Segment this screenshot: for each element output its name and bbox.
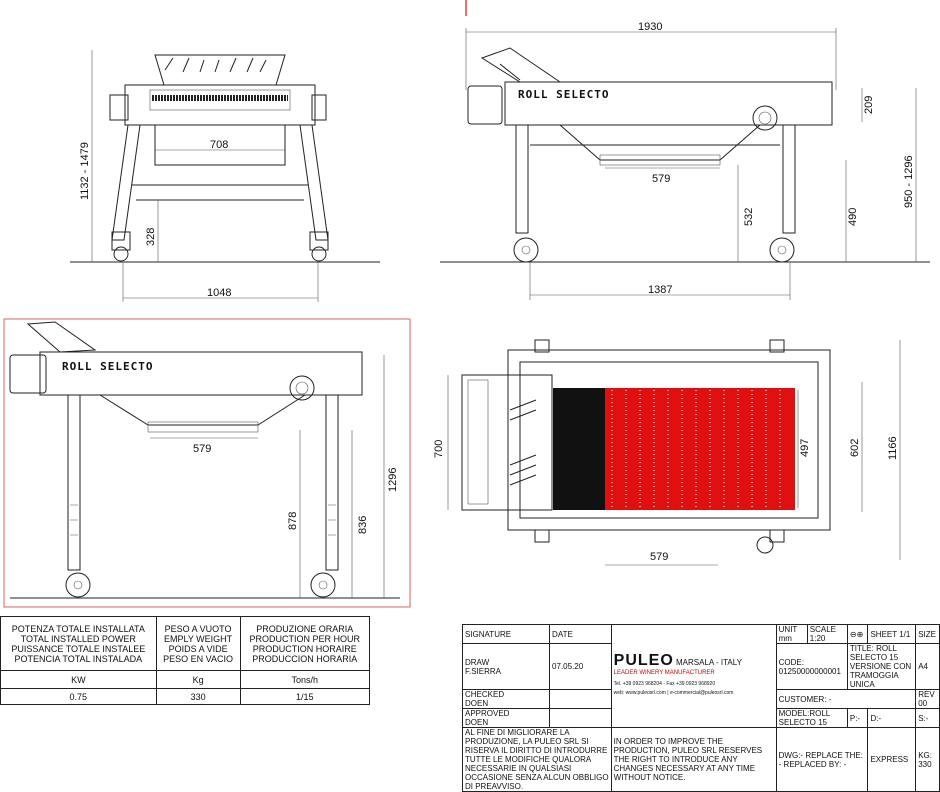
value-kw: 0.75: [0, 688, 157, 705]
company-logo: PULEO: [613, 652, 674, 669]
unit: UNIT mm: [775, 624, 808, 644]
dim-1166: 1166: [887, 436, 899, 460]
dim-950-1296: 950 - 1296: [903, 155, 915, 208]
notice-en: IN ORDER TO IMPROVE THE PRODUCTION, PULE…: [610, 727, 777, 792]
brand-label-side: ROLL SELECTO: [518, 88, 609, 101]
dim-497: 497: [799, 439, 811, 457]
side-view-2: ROLL SELECTO 579 878 836 1296: [9, 321, 400, 599]
dim-579-top: 579: [650, 551, 668, 563]
p-field: P:-: [846, 708, 869, 728]
express: EXPRESS: [867, 727, 917, 792]
dim-878: 878: [287, 512, 299, 530]
top-red-rollers: [605, 388, 795, 510]
dim-836: 836: [357, 516, 369, 534]
dim-1387: 1387: [648, 284, 672, 296]
dim-532: 532: [743, 208, 755, 226]
dim-1048: 1048: [207, 287, 231, 299]
dim-579-side: 579: [652, 173, 670, 185]
dim-708: 708: [210, 139, 228, 151]
dim-209: 209: [863, 96, 875, 114]
projection-icon: ⊖⊕: [846, 624, 869, 644]
dim-1132-1479: 1132 - 1479: [79, 142, 91, 200]
scale: SCALE 1:20: [806, 624, 848, 644]
title-block: SIGNATURE DATE PULEO MARSALA - ITALY LEA…: [461, 624, 940, 792]
dim-579-side2: 579: [193, 443, 211, 455]
top-black-rollers: [553, 388, 605, 510]
tagline: LEADER WINERY MANUFACTURER: [613, 670, 715, 676]
unit-tons: Tons/h: [239, 670, 371, 689]
front-view: 708 1048 1132 - 1479 328: [70, 50, 380, 302]
date-label: DATE: [549, 624, 612, 644]
dim-1296: 1296: [387, 468, 399, 492]
value-kg: 330: [155, 688, 241, 705]
brand-label-side2: ROLL SELECTO: [62, 360, 153, 373]
customer: CUSTOMER: -: [775, 689, 917, 709]
side-view: 1930 ROLL SELECTO 579 1387 209 950 - 129…: [440, 21, 930, 300]
sheet: SHEET 1/1: [867, 624, 917, 644]
selection-frame: [3, 318, 411, 608]
dim-328: 328: [145, 228, 157, 246]
city: MARSALA - ITALY: [676, 658, 742, 667]
s-field: S:-: [915, 708, 940, 728]
dim-1930: 1930: [638, 21, 662, 33]
kg-field: KG: 330: [915, 727, 940, 792]
dwg-field: DWG:- REPLACE THE: - REPLACED BY: -: [775, 727, 869, 792]
model: MODEL:ROLL SELECTO 15: [775, 708, 848, 728]
size-label: SIZE: [915, 624, 940, 644]
size: A4: [915, 643, 940, 690]
signature-label: SIGNATURE: [461, 624, 551, 644]
unit-kw: KW: [0, 670, 157, 689]
technical-drawing: 708 1048 1132 - 1479 328 1930 ROLL SELEC…: [3, 0, 930, 608]
dim-602: 602: [849, 439, 861, 457]
d-field: D:-: [867, 708, 917, 728]
unit-kg: Kg: [155, 670, 241, 689]
contact-tel: Tel. +39 0923 968204 - Fax +39 0923 9689…: [613, 681, 716, 687]
dim-490: 490: [847, 208, 859, 226]
contact-web: web: www.puleosrl.com | e-commercial@pul…: [613, 690, 734, 696]
value-tons: 1/15: [239, 688, 371, 705]
drawn-date: 07.05.20: [549, 643, 612, 690]
top-view: 700 497 602 1166 579: [433, 339, 901, 566]
dim-700: 700: [433, 440, 445, 458]
code: CODE:01250000000001: [775, 643, 848, 690]
notice-it: AL FINE DI MIGLIORARE LA PRODUZIONE, LA …: [462, 727, 612, 792]
